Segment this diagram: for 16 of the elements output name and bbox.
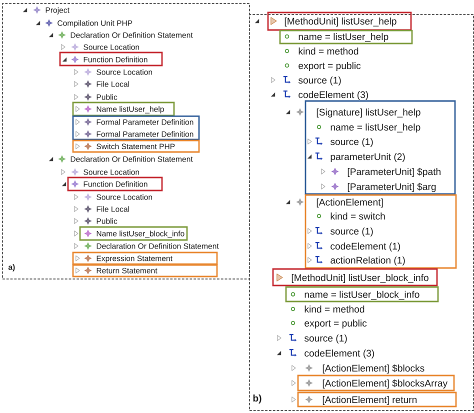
tree-item: kind = method	[304, 306, 364, 313]
tree-item: export = public	[304, 320, 367, 328]
tree-item: export = public	[298, 62, 361, 71]
tree-item: kind = method	[298, 48, 358, 55]
highlight-box: [Signature] listUser_help name = listUser_help source (1) parameterUnit (2) [ParameterUnit] $path [ParameterUnit] $arg	[304, 100, 456, 195]
tree-item: codeElement (3)	[304, 350, 374, 358]
highlight-box: name = listUser_block_info	[285, 286, 439, 302]
highlight-box: [ActionElement] $blocksArray	[297, 374, 455, 392]
highlight-box: [ActionElement] kind = switch source (1) codeElement (1) actionRelation (1)	[304, 194, 457, 269]
tree-item: source (1)	[304, 334, 347, 344]
tree-item: source (1)	[298, 76, 341, 86]
highlight-box: [ActionElement] return	[297, 392, 457, 408]
highlight-box: [MethodUnit] listUser_help	[267, 12, 412, 31]
tree-item: [ActionElement] $blocks	[322, 364, 424, 374]
highlight-box: [MethodUnit] listUser_block_info	[272, 268, 438, 286]
highlight-box: name = listUser_help	[279, 30, 413, 44]
